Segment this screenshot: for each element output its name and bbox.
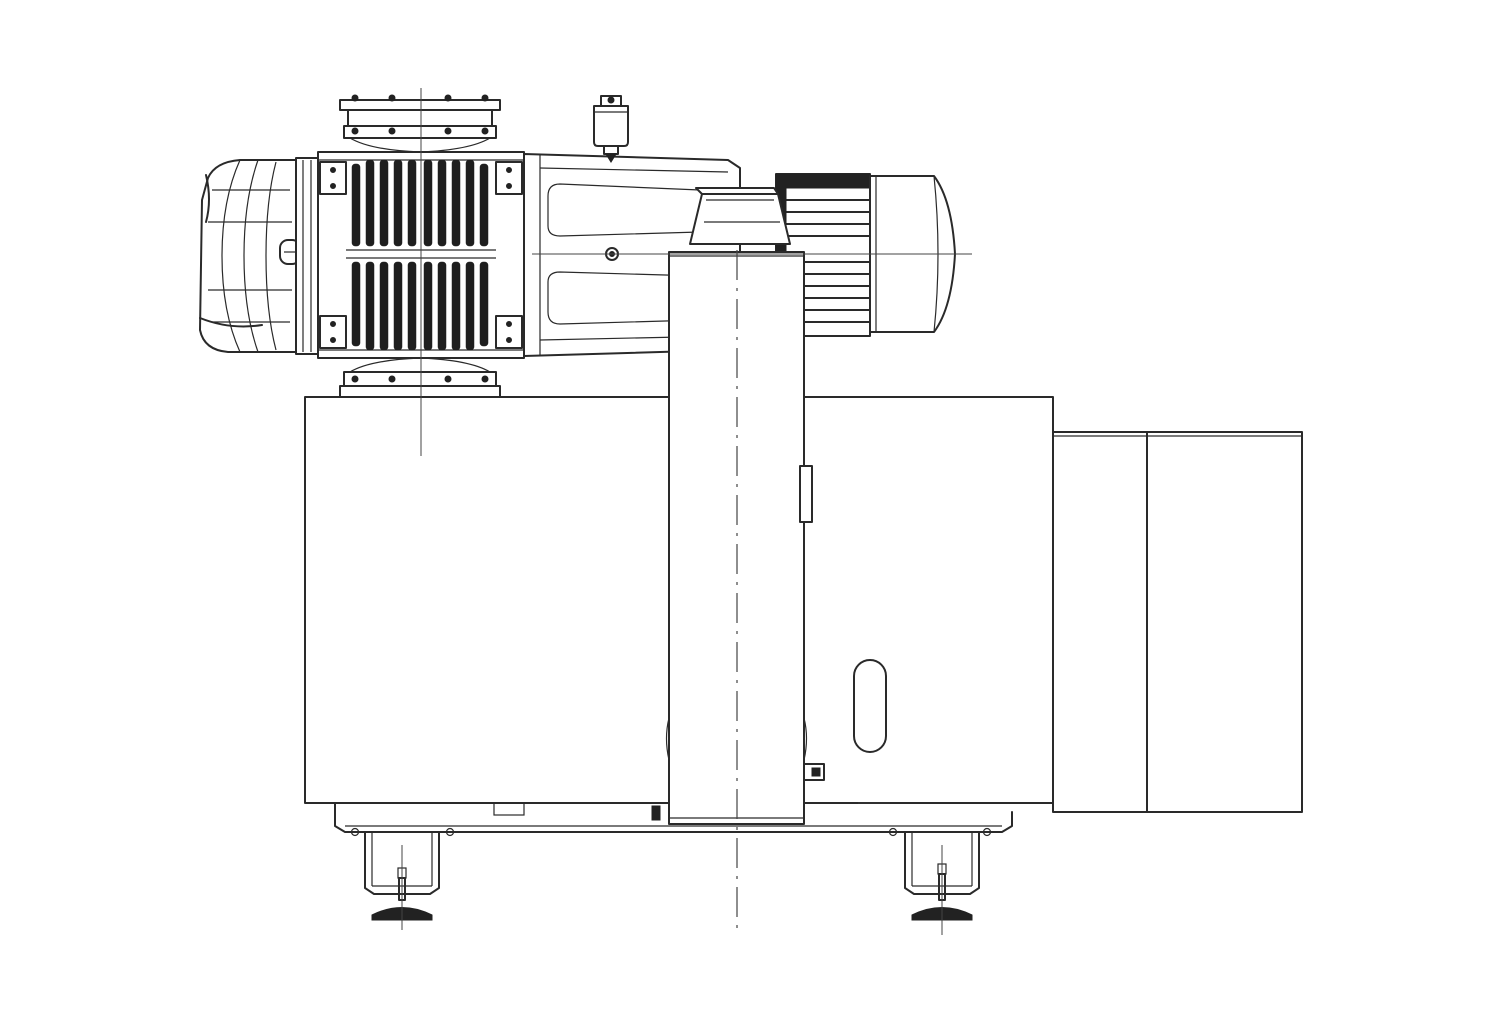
oil-fill-plug [593,95,629,163]
cooling-fan-cowl [199,157,319,355]
leveling-foot-left [364,831,440,930]
sight-window [853,659,887,753]
fins-upper [351,159,489,247]
vertical-column [665,187,825,825]
leveling-foot-right [904,831,980,935]
base-frame [334,802,1013,837]
side-cabinet [1052,431,1303,813]
centerlines [420,88,972,935]
fins-lower [351,261,489,351]
drive-motor [775,173,871,337]
